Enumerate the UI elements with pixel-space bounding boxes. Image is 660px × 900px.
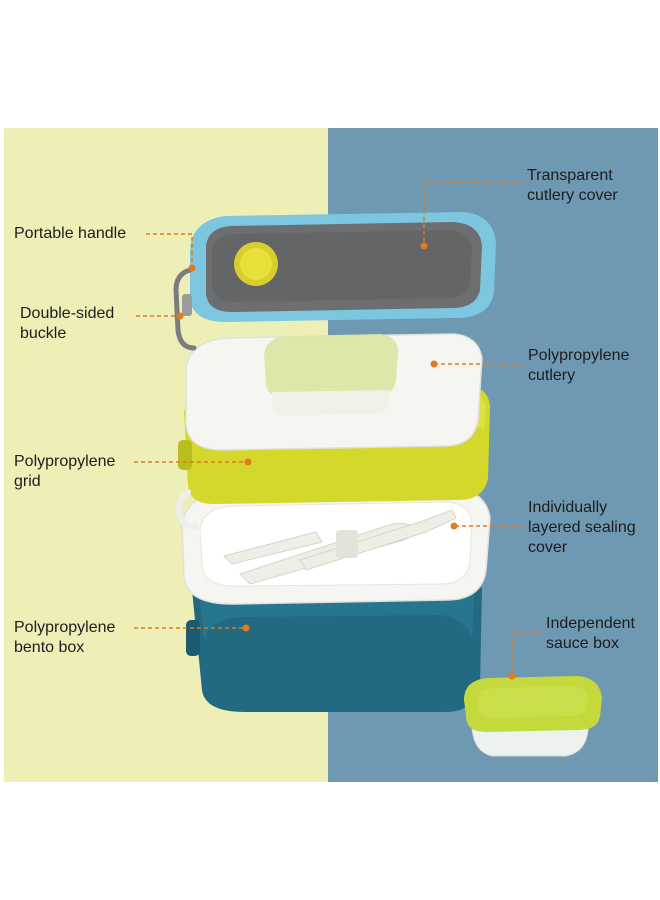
- sauce-box: [464, 676, 602, 757]
- callout-dots: [176, 242, 516, 680]
- callout-leaders: [134, 181, 540, 676]
- label-portable-handle: Portable handle: [14, 225, 127, 242]
- label-polypropylene-grid: Polypropylene grid: [14, 453, 116, 490]
- label-polypropylene-bento-box: Polypropylene bento box: [14, 619, 116, 656]
- cutlery-tray: [185, 333, 483, 451]
- transparent-lid: [173, 212, 496, 351]
- label-individually-layered-sealing-cover: Individually layered sealing cover: [528, 499, 636, 556]
- label-independent-sauce-box: Independent sauce box: [546, 615, 635, 652]
- label-transparent-cutlery-cover: Transparent cutlery cover: [527, 167, 618, 204]
- sealing-cover-with-cutlery: [181, 487, 491, 605]
- label-double-sided-buckle: Double-sided buckle: [20, 305, 115, 342]
- label-polypropylene-cutlery: Polypropylene cutlery: [528, 347, 630, 384]
